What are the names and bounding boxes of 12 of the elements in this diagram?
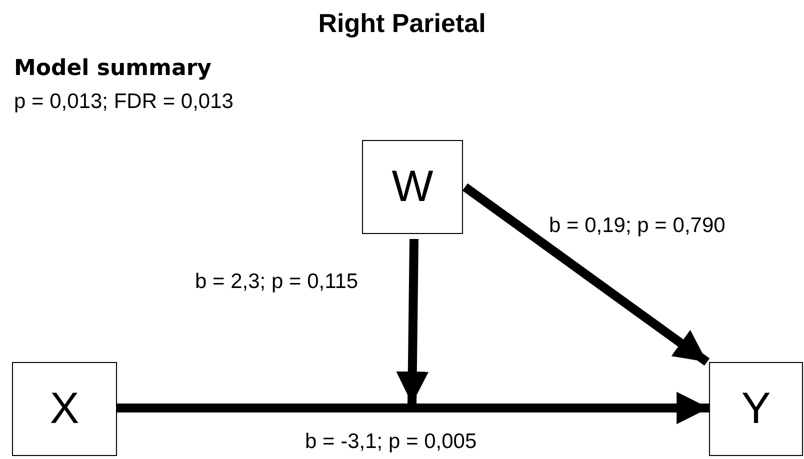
edge-label: b = 0,19; p = 0,790 (547, 214, 728, 238)
variable-box: W (362, 140, 463, 234)
summary-text: p = 0,013; FDR = 0,013 (14, 90, 234, 114)
diagram-title: Right Parietal (317, 8, 487, 39)
arrow (462, 183, 710, 366)
variable-box: Y (709, 362, 803, 456)
edge-label: b = -3,1; p = 0,005 (303, 430, 479, 454)
arrow (396, 238, 429, 404)
variable-box: X (12, 362, 117, 456)
edge-label: b = 2,3; p = 0,115 (193, 270, 360, 294)
arrow (117, 392, 709, 424)
heading: Model summary (14, 56, 212, 81)
